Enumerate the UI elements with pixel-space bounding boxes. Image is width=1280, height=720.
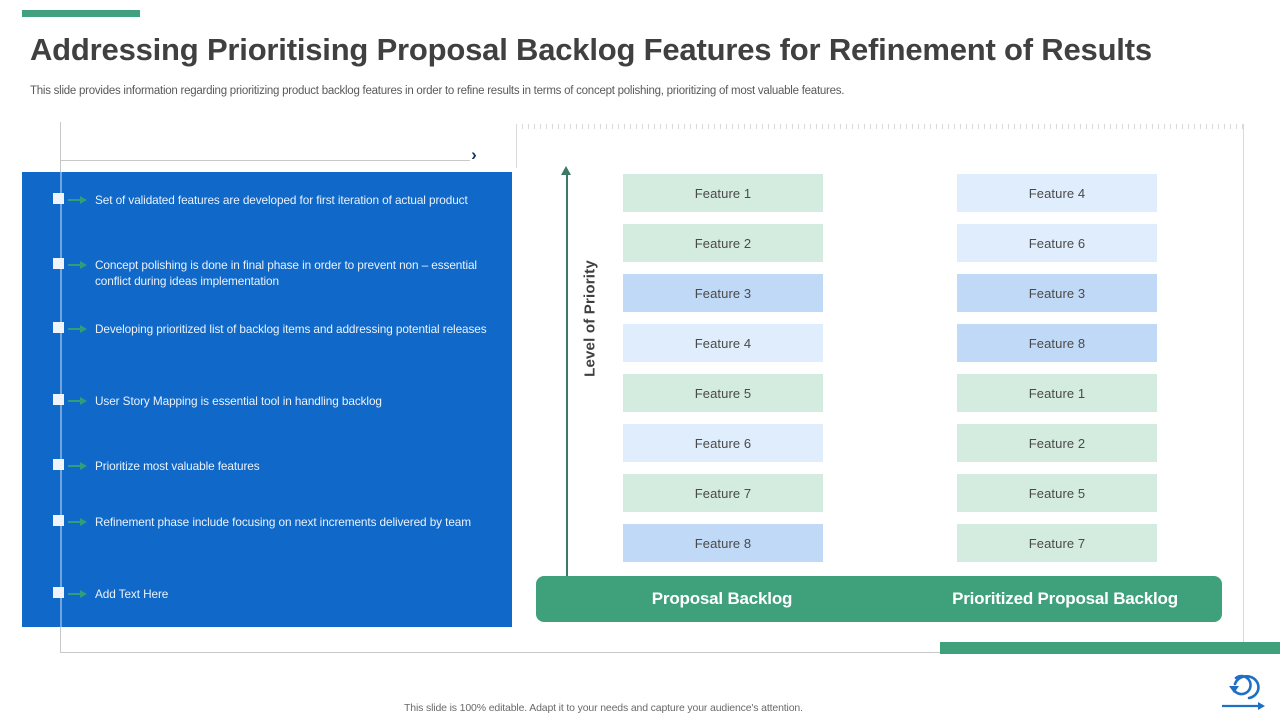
feature-box[interactable]: Feature 7 bbox=[623, 474, 823, 512]
list-item-label: Prioritize most valuable features bbox=[95, 459, 260, 473]
column-footer-bar: Proposal Backlog Prioritized Proposal Ba… bbox=[536, 576, 1222, 622]
priority-axis-label: Level of Priority bbox=[581, 260, 599, 377]
right-panel-left-border bbox=[516, 124, 517, 168]
feature-box[interactable]: Feature 1 bbox=[623, 174, 823, 212]
list-item[interactable]: Add Text Here bbox=[22, 586, 512, 602]
left-connector-bottom-line bbox=[60, 652, 940, 653]
feature-box[interactable]: Feature 4 bbox=[623, 324, 823, 362]
page-subtitle: This slide provides information regardin… bbox=[30, 85, 845, 97]
square-marker-icon bbox=[53, 193, 67, 205]
feature-box[interactable]: Feature 8 bbox=[957, 324, 1157, 362]
arrow-right-icon bbox=[67, 323, 89, 335]
list-item[interactable]: Refinement phase include focusing on nex… bbox=[22, 514, 512, 530]
feature-box[interactable]: Feature 1 bbox=[957, 374, 1157, 412]
right-panel-right-border bbox=[1243, 124, 1244, 644]
footer-label-prioritized-proposal-backlog: Prioritized Proposal Backlog bbox=[952, 589, 1178, 608]
column-prioritized-proposal-backlog: Feature 4 Feature 6 Feature 3 Feature 8 … bbox=[957, 174, 1157, 574]
arrow-right-icon bbox=[67, 460, 89, 472]
footer-label-proposal-backlog: Proposal Backlog bbox=[651, 589, 793, 608]
priority-axis-arrow-icon bbox=[561, 166, 571, 175]
list-item-label: User Story Mapping is essential tool in … bbox=[95, 394, 382, 408]
feature-box[interactable]: Feature 6 bbox=[623, 424, 823, 462]
list-item-label: Developing prioritized list of backlog i… bbox=[95, 322, 487, 336]
bottom-green-accent-bar bbox=[940, 642, 1280, 654]
chevron-right-icon: › bbox=[471, 145, 477, 164]
feature-box[interactable]: Feature 2 bbox=[957, 424, 1157, 462]
list-item-label: Set of validated features are developed … bbox=[95, 193, 468, 207]
feature-box[interactable]: Feature 5 bbox=[623, 374, 823, 412]
square-marker-icon bbox=[53, 587, 67, 599]
arrow-right-icon bbox=[67, 395, 89, 407]
feature-box[interactable]: Feature 5 bbox=[957, 474, 1157, 512]
list-item[interactable]: Set of validated features are developed … bbox=[22, 192, 512, 208]
feature-box[interactable]: Feature 7 bbox=[957, 524, 1157, 562]
slide-footer-note: This slide is 100% editable. Adapt it to… bbox=[404, 702, 803, 714]
feature-box[interactable]: Feature 6 bbox=[957, 224, 1157, 262]
arrow-right-icon bbox=[67, 259, 89, 271]
feature-box[interactable]: Feature 4 bbox=[957, 174, 1157, 212]
feature-box[interactable]: Feature 2 bbox=[623, 224, 823, 262]
list-item-label: Refinement phase include focusing on nex… bbox=[95, 515, 471, 529]
priority-axis-line bbox=[566, 172, 568, 584]
list-item[interactable]: User Story Mapping is essential tool in … bbox=[22, 393, 512, 409]
square-marker-icon bbox=[53, 394, 67, 406]
column-proposal-backlog: Feature 1 Feature 2 Feature 3 Feature 4 … bbox=[623, 174, 823, 574]
cycle-loop-logo bbox=[1216, 668, 1266, 714]
square-marker-icon bbox=[53, 322, 67, 334]
square-marker-icon bbox=[53, 459, 67, 471]
feature-box[interactable]: Feature 3 bbox=[957, 274, 1157, 312]
list-item-label: Concept polishing is done in final phase… bbox=[95, 258, 477, 288]
right-panel-dashed-top-border bbox=[516, 124, 1244, 129]
arrow-right-icon bbox=[67, 516, 89, 528]
list-item[interactable]: Developing prioritized list of backlog i… bbox=[22, 321, 512, 337]
arrow-right-icon bbox=[67, 194, 89, 206]
page-title: Addressing Prioritising Proposal Backlog… bbox=[30, 32, 1152, 67]
list-item[interactable]: Concept polishing is done in final phase… bbox=[22, 257, 512, 289]
left-connector-top-line bbox=[60, 160, 470, 161]
bullet-panel: Set of validated features are developed … bbox=[22, 172, 512, 627]
list-item[interactable]: Prioritize most valuable features bbox=[22, 458, 512, 474]
square-marker-icon bbox=[53, 258, 67, 270]
list-item-label: Add Text Here bbox=[95, 587, 169, 601]
header-accent-bar bbox=[22, 10, 140, 17]
square-marker-icon bbox=[53, 515, 67, 527]
feature-box[interactable]: Feature 8 bbox=[623, 524, 823, 562]
feature-box[interactable]: Feature 3 bbox=[623, 274, 823, 312]
arrow-right-icon bbox=[67, 588, 89, 600]
